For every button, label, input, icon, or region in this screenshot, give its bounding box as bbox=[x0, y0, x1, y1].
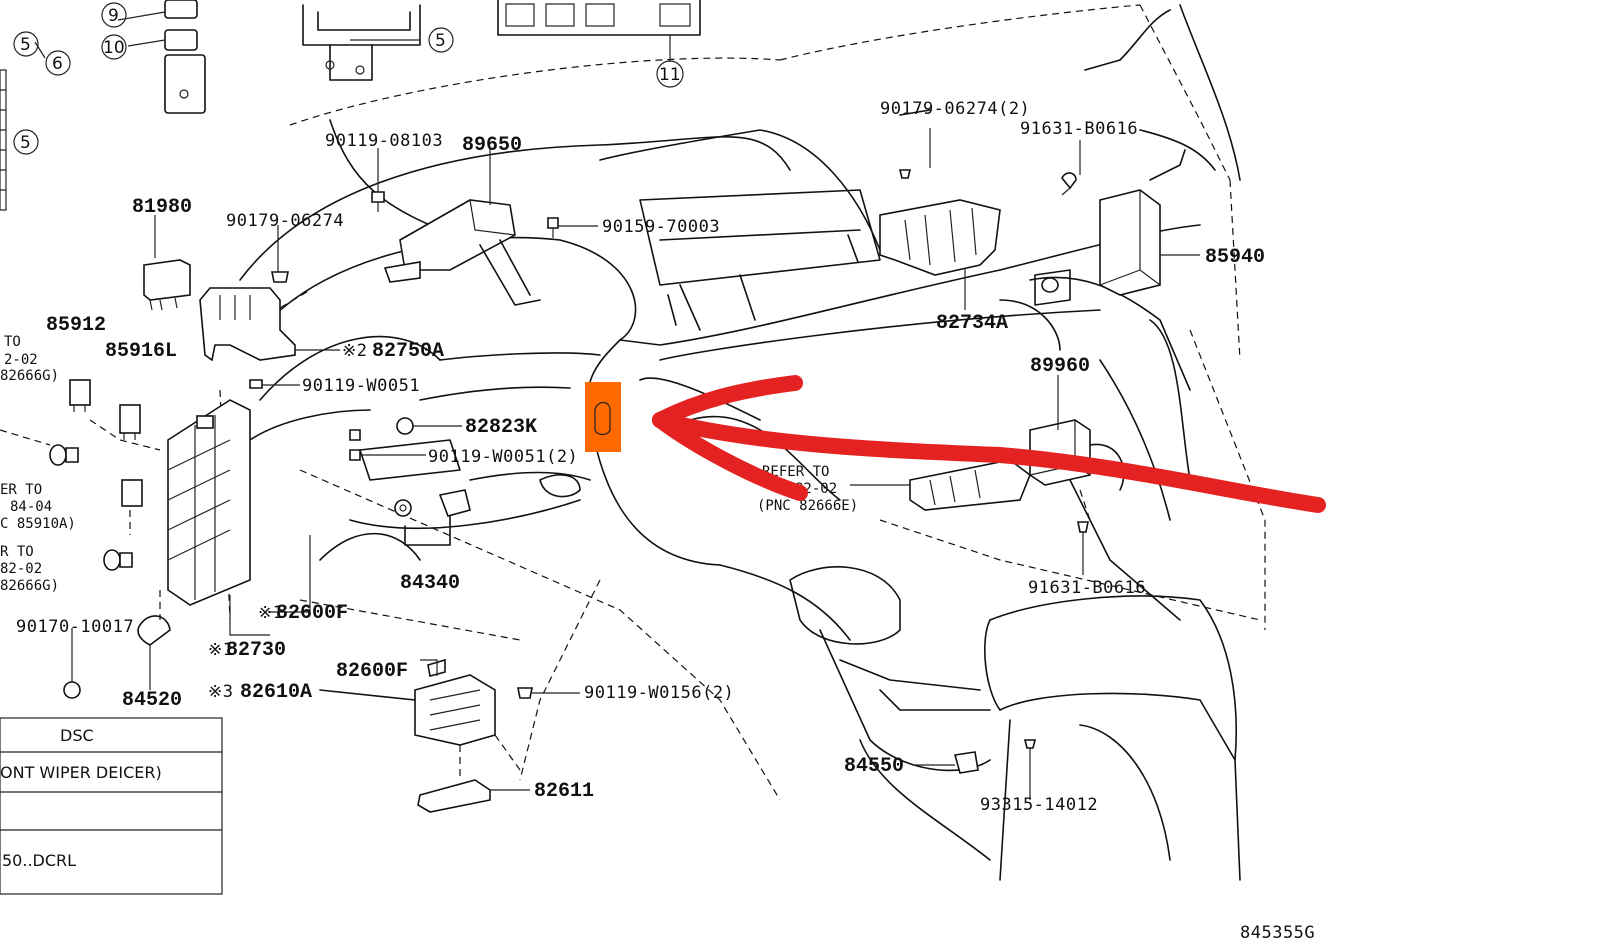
refer-left-c2: 82-02 bbox=[0, 561, 42, 577]
annotations bbox=[585, 375, 1326, 513]
red-arrow-head-upper bbox=[652, 375, 803, 428]
label-82734A: 82734A bbox=[936, 312, 1008, 335]
refer-left-c3: 82666G) bbox=[0, 578, 59, 594]
component-82734A bbox=[879, 169, 1077, 276]
component-89650 bbox=[271, 191, 559, 306]
legend-row-4: 50..DCRL bbox=[2, 851, 76, 870]
component-82610A bbox=[319, 658, 533, 813]
component-84340 bbox=[249, 379, 471, 546]
label-89650: 89650 bbox=[462, 134, 522, 157]
label-85940: 85940 bbox=[1205, 246, 1265, 269]
label-90119-08103: 90119-08103 bbox=[325, 131, 443, 151]
label-85916L: 85916L bbox=[105, 340, 177, 363]
label-89960: 89960 bbox=[1030, 355, 1090, 378]
callout-10: 10 bbox=[103, 38, 125, 58]
label-90179-06274: 90179-06274 bbox=[226, 211, 344, 231]
refer-left-b3: C 85910A) bbox=[0, 516, 76, 532]
label-90119-W0051: 90119-W0051 bbox=[302, 376, 420, 396]
callout-11: 11 bbox=[659, 65, 681, 85]
label-90179-06274-2: 90179-06274(2) bbox=[880, 99, 1030, 119]
legend-row-1: DSC bbox=[60, 726, 94, 745]
label-90119-W0051-2: 90119-W0051(2) bbox=[428, 447, 578, 467]
label-82730: 82730 bbox=[226, 639, 286, 662]
refer-left-b2: 84-04 bbox=[10, 499, 52, 515]
refer-left-a3: 82666G) bbox=[0, 368, 59, 384]
label-82611: 82611 bbox=[534, 780, 594, 803]
diagram-id: 845355G bbox=[1240, 923, 1315, 941]
callouts: 9 10 5 6 5 5 11 bbox=[13, 2, 684, 155]
label-82610A: 82610A bbox=[240, 681, 312, 704]
legend-table: DSC ONT WIPER DEICER) 50..DCRL bbox=[0, 717, 223, 895]
label-82600F-a: 82600F bbox=[276, 602, 348, 625]
leader-lines bbox=[34, 11, 1200, 791]
red-arrow-head-lower bbox=[652, 412, 808, 501]
legend-row-2: ONT WIPER DEICER) bbox=[0, 763, 162, 782]
label-84550: 84550 bbox=[844, 755, 904, 778]
label-90119-W0156: 90119-W0156(2) bbox=[584, 683, 734, 703]
junction-block bbox=[0, 259, 296, 699]
refer-center-3: (PNC 82666E) bbox=[757, 498, 858, 514]
component-89960 bbox=[909, 419, 1125, 533]
mark-x3: ※3 bbox=[208, 682, 233, 702]
mark-x1a: ※1 bbox=[258, 603, 283, 623]
label-84340: 84340 bbox=[400, 572, 460, 595]
left-edge-strip bbox=[0, 69, 7, 211]
callout-5a: 5 bbox=[20, 35, 31, 55]
label-91631-B0616-top: 91631-B0616 bbox=[1020, 119, 1138, 139]
label-82750A: 82750A bbox=[372, 340, 444, 363]
label-82823K: 82823K bbox=[465, 416, 537, 439]
label-90170-10017: 90170-10017 bbox=[16, 617, 134, 637]
component-85940 bbox=[1099, 149, 1186, 296]
label-85912: 85912 bbox=[46, 314, 106, 337]
red-arrow-shaft bbox=[652, 412, 1326, 513]
refer-center-1: REFER TO bbox=[762, 464, 829, 480]
component-84550 bbox=[953, 739, 1037, 800]
callout-5b: 5 bbox=[20, 133, 31, 153]
refer-left-top: TO bbox=[4, 334, 21, 350]
mark-x2: ※2 bbox=[342, 341, 367, 361]
part-labels: 89650 90119-08103 81980 90179-06274 9015… bbox=[16, 99, 1315, 941]
refer-left-a2: 2-02 bbox=[4, 352, 38, 368]
callout-5c: 5 bbox=[435, 31, 446, 51]
label-93315-14012: 93315-14012 bbox=[980, 795, 1098, 815]
highlight-box bbox=[585, 382, 621, 452]
dashboard-outline bbox=[219, 4, 1266, 801]
label-81980: 81980 bbox=[132, 196, 192, 219]
label-90159-70003: 90159-70003 bbox=[602, 217, 720, 237]
label-84520: 84520 bbox=[122, 689, 182, 712]
refer-left-b1: ER TO bbox=[0, 482, 42, 498]
callout-6: 6 bbox=[52, 54, 63, 74]
label-82600F-b: 82600F bbox=[336, 660, 408, 683]
top-components bbox=[164, 0, 701, 114]
dashboard-body bbox=[239, 4, 1241, 881]
label-91631-B0616-bot: 91631-B0616 bbox=[1028, 578, 1146, 598]
callout-9: 9 bbox=[108, 6, 119, 26]
refer-left-c1: R TO bbox=[0, 544, 34, 560]
mark-x1b: ※1 bbox=[208, 640, 233, 660]
